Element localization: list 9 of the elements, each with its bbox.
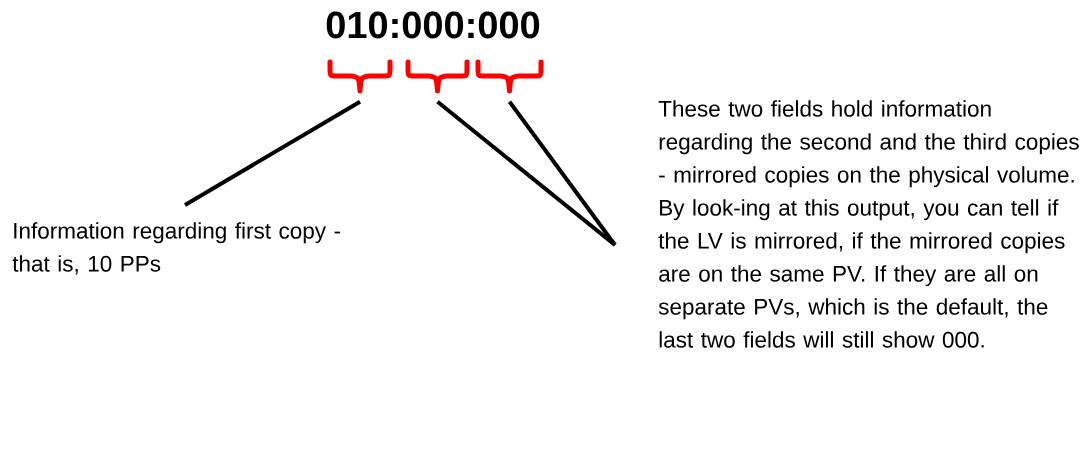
brace xyxy=(475,59,544,94)
code-number: 010:000:000 xyxy=(326,11,540,39)
annotation-text: These two fields hold information regarding the second and the third copies - mirrored copies on the physical volume. By look-ing at this output, you can tell if the LV is mirrored, if the mirrored copies are on the same PV. If they are all on separate PVs, which is the default, the last two fields will still show 000. xyxy=(658,100,1079,348)
leader-line xyxy=(436,100,617,247)
leader-line xyxy=(507,100,617,247)
annotation-text: Information regarding first copy - that is, 10 PPs xyxy=(12,222,341,275)
brace xyxy=(327,59,393,94)
leader-line xyxy=(184,99,362,207)
brace xyxy=(405,59,470,94)
